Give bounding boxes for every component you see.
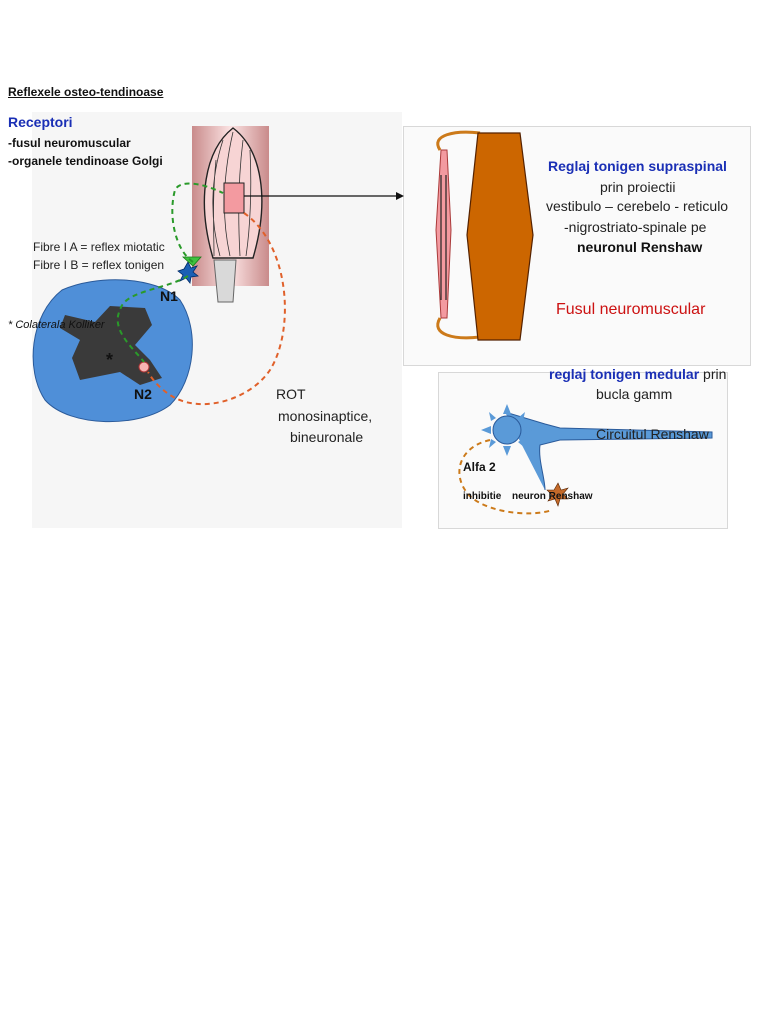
receptors-heading: Receptori: [8, 114, 73, 130]
renshaw-illustration: [458, 404, 713, 515]
spindle-diagram-panel: [403, 126, 751, 366]
neuron-renshaw-label: neuron Renshaw: [512, 491, 593, 502]
supraspinal-line4: neuronul Renshaw: [577, 239, 703, 255]
receptor-item: -organele tendinoase Golgi: [8, 154, 163, 168]
rot-line2: monosinaptice,: [278, 408, 373, 424]
medular-title-line: reglaj tonigen medular prin: [549, 366, 726, 382]
spindle-right-illustration: [435, 130, 534, 341]
page-title: Reflexele osteo-tendinoase: [8, 85, 164, 99]
renshaw-circuit-label: Circuitul Renshaw: [596, 426, 709, 442]
inhibitie-label: inhibitie: [463, 491, 502, 502]
collateral-note: * Colaterala Kolliker: [8, 319, 105, 331]
spindle-label: Fusul neuromuscular: [556, 301, 706, 318]
supraspinal-line2: vestibulo – cerebelo - reticulo: [546, 198, 729, 214]
muscle-illustration: [192, 126, 269, 303]
rot-line3: bineuronale: [290, 429, 364, 445]
fiber-label: Fibre I B = reflex tonigen: [33, 258, 165, 272]
receptor-item: -fusul neuromuscular: [8, 136, 131, 150]
n1-neuron-icon: [177, 261, 199, 284]
supraspinal-title: Reglaj tonigen supraspinal: [548, 158, 727, 174]
supraspinal-line1: prin proiectii: [600, 179, 676, 195]
medular-title: reglaj tonigen medular: [549, 366, 700, 382]
renshaw-circuit-panel: [438, 372, 728, 529]
spinal-cord-section: [32, 279, 193, 423]
n2-label: N2: [134, 386, 152, 402]
asterisk-marker: *: [106, 350, 114, 370]
rot-label: ROT: [276, 386, 306, 402]
supraspinal-line3: -nigrostriato-spinale pe: [564, 219, 707, 235]
alfa-label: Alfa 2: [463, 460, 496, 474]
medular-line2: bucla gamm: [596, 386, 673, 402]
n1-label: N1: [160, 288, 178, 304]
medular-prin: prin: [703, 366, 727, 382]
fiber-label: Fibre I A = reflex miotatic: [33, 240, 165, 254]
